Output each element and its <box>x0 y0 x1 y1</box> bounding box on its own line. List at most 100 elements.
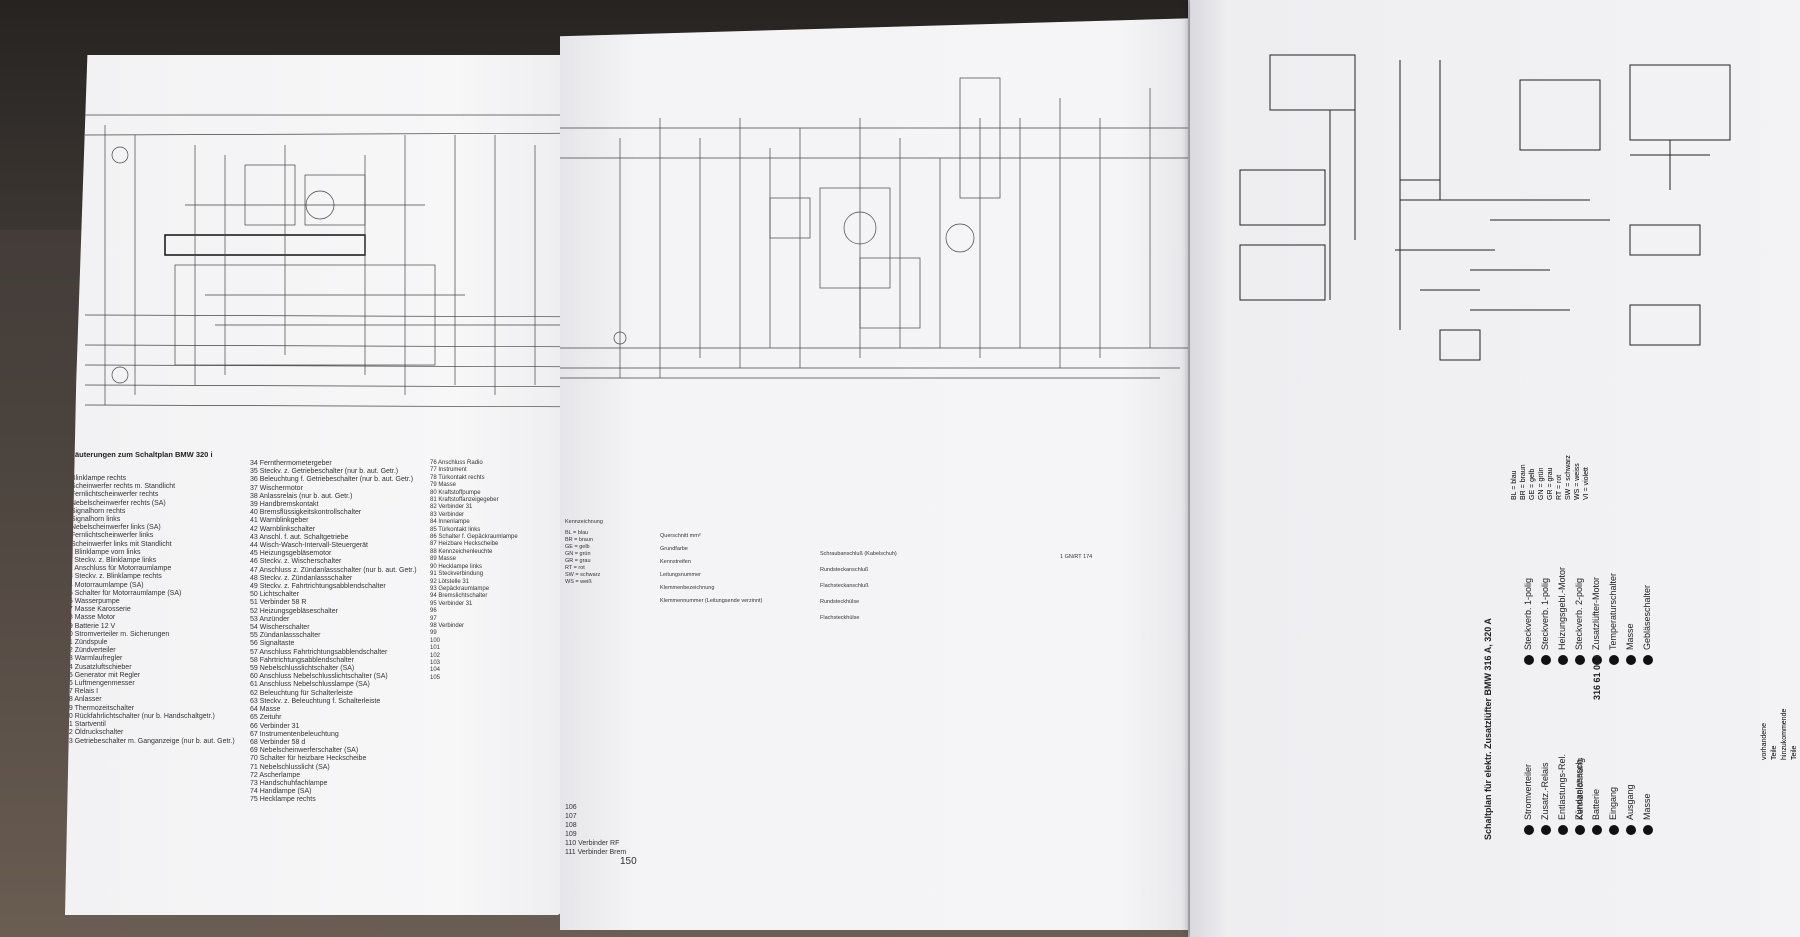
legend-item: 84 Innenlampe <box>430 519 470 526</box>
terminal-label: Schraubanschluß (Kabelschuh) <box>820 551 897 557</box>
legend-note: hinzukommende Teile <box>1781 708 1798 760</box>
color-code: GE = gelb <box>565 544 590 550</box>
color-code: GR = grau <box>1547 467 1554 501</box>
legend-item: 73 Handschuhfachlampe <box>250 779 328 787</box>
legend-item: 37 Wischermotor <box>250 484 303 492</box>
color-code: BR = braun <box>1520 464 1527 500</box>
legend-item: 85 Türkontakt links <box>430 526 481 533</box>
legend-item: 12 Anschluss für Motorraumlampe <box>65 565 172 573</box>
legend-item: 104 <box>430 667 441 674</box>
color-code: RT = rot <box>1556 474 1563 500</box>
legend-item: 74 Handlampe (SA) <box>250 788 312 796</box>
component-item: Heizungsgebl.-Motor <box>1554 567 1571 665</box>
legend-item: 83 Verbinder <box>430 511 465 518</box>
color-code: GN = grün <box>565 551 591 557</box>
legend-item: 91 Steckverbindung <box>430 571 484 578</box>
legend-item: 58 Fahrtrichtungsabblendschalter <box>250 656 354 664</box>
legend-item: 55 Zündanlassschalter <box>250 632 321 640</box>
legend-item: 24 Zusatzluftschieber <box>65 663 132 671</box>
legend-item: 50 Lichtschalter <box>250 591 300 599</box>
legend-item: 23 Warmlaufregler <box>65 655 123 663</box>
terminal-label: Flachsteckanschluß <box>820 583 869 589</box>
legend-item: 49 Steckv. z. Fahrtrichtungsabblendschal… <box>250 583 386 591</box>
number-item: 107 <box>565 813 577 820</box>
legend-item: 29 Thermozeitschalter <box>65 704 135 712</box>
number-badge-icon <box>1557 655 1568 665</box>
legend-item: 70 Schalter für heizbare Heckscheibe <box>250 755 367 763</box>
legend-item: 92 Lötstelle 31 <box>430 578 470 585</box>
legend-item: 65 Zeituhr <box>250 714 282 722</box>
terminal-label: Rundsteckhülse <box>820 599 860 605</box>
legend-item: 67 Instrumentenbeleuchtung <box>250 730 339 738</box>
legend-item: 33 Getriebeschalter m. Ganganzeige (nur … <box>65 737 235 745</box>
legend-item: 40 Bremsflüssigkeitskontrollschalter <box>250 509 362 517</box>
color-code: GE = gelb <box>1529 468 1536 500</box>
fan-wiring-diagram <box>1239 54 1731 361</box>
component-item: Zusatzlüfter-Motor <box>1588 567 1605 665</box>
legend-item: 66 Verbinder 31 <box>250 722 300 730</box>
left-page: Erläuterungen zum Schaltplan BMW 320 i 1… <box>65 55 625 915</box>
legend-item: 10 Blinklampe vorn links <box>65 548 141 556</box>
legend-item: 100 <box>430 637 441 644</box>
legend-item: 21 Zündspule <box>65 639 108 647</box>
legend-item: 47 Anschluss z. Zündanlassschalter (nur … <box>250 566 417 574</box>
number-item: 109 <box>565 831 577 838</box>
number-badge-icon <box>1540 655 1551 665</box>
terminal-label: Flachsteckhülse <box>820 615 860 621</box>
legend-item: 46 Steckv. z. Wischerschalter <box>250 558 342 566</box>
symbol-label: Leitungsnummer <box>660 572 701 578</box>
number-badge-icon <box>1642 655 1653 665</box>
number-item: 106 <box>565 804 577 811</box>
number-badge-icon <box>1557 825 1568 835</box>
component-item: Masse <box>1622 567 1639 665</box>
legend-item: 61 Anschluss Nebelschlusslampe (SA) <box>250 681 370 689</box>
component-item: Ausgang <box>1622 754 1639 835</box>
legend-item: 82 Verbinder 31 <box>430 504 473 511</box>
terminal-label: Rundsteckanschluß <box>820 567 869 573</box>
legend-item: 16 Wasserpumpe <box>65 598 120 606</box>
legend-item: 62 Beleuchtung für Schalterleiste <box>250 689 353 697</box>
legend-item: 78 Türkontakt rechts <box>430 474 485 481</box>
symbol-label: Querschnitt mm² <box>660 533 701 539</box>
left-title: Erläuterungen zum Schaltplan BMW 320 i <box>65 450 213 459</box>
color-code: SW = schwarz <box>1565 455 1572 500</box>
legend-item: 77 Instrument <box>430 467 467 474</box>
legend-item: 6 Signalhorn links <box>65 516 121 524</box>
right-legend: Kennzeichnung 316 61 004 <box>1575 654 1602 820</box>
component-item: Steckverb. 1-polig <box>1537 567 1554 665</box>
number-badge-icon <box>1608 825 1619 835</box>
legend-item: 5 Signalhorn rechts <box>65 507 126 515</box>
legend-item: 68 Verbinder 58 d <box>250 738 306 746</box>
legend-item: 44 Wisch-Wasch-Intervall-Steuergerät <box>250 542 369 550</box>
legend-item: 28 Anlasser <box>65 696 102 704</box>
legend-item: 4 Nebelscheinwerfer rechts (SA) <box>65 499 166 507</box>
legend-item: 20 Stromverteiler m. Sicherungen <box>65 630 170 638</box>
legend-item: 81 Kraftstoffanzeigegeber <box>430 497 499 504</box>
legend-item: 25 Generator mit Regler <box>65 671 141 679</box>
legend-item: 90 Hecklampe links <box>430 563 483 570</box>
component-item: Gebläseschalter <box>1639 567 1656 665</box>
right-title: Schaltplan für elektr. Zusatzlüfter BMW … <box>1483 618 1493 840</box>
legend-item: 88 Kennzeichenleuchte <box>430 548 493 555</box>
legend-item: 2 Scheinwerfer rechts m. Standlicht <box>65 483 176 491</box>
legend-item: 79 Masse <box>430 482 457 489</box>
legend-item: 87 Heizbare Heckscheibe <box>430 541 499 548</box>
legend-item: 63 Steckv. z. Beleuchtung f. Schalterlei… <box>250 697 381 705</box>
component-item: Zusatz.-Relais <box>1537 754 1554 835</box>
legend-item: 45 Heizungsgebläsemotor <box>250 550 332 558</box>
page-number: 150 <box>620 856 637 867</box>
legend-item: 97 <box>430 615 437 622</box>
legend-item: 86 Schalter f. Gepäckraumlampe <box>430 534 518 541</box>
color-code: SW = schwarz <box>565 572 601 578</box>
number-badge-icon <box>1540 825 1551 835</box>
legend-item: 76 Anschluss Radio <box>430 460 483 466</box>
legend-item: 71 Nebelschlusslicht (SA) <box>250 763 330 771</box>
number-item: 110 Verbinder RF <box>565 840 620 847</box>
legend-item: 3 Fernlichtscheinwerfer rechts <box>65 491 159 499</box>
